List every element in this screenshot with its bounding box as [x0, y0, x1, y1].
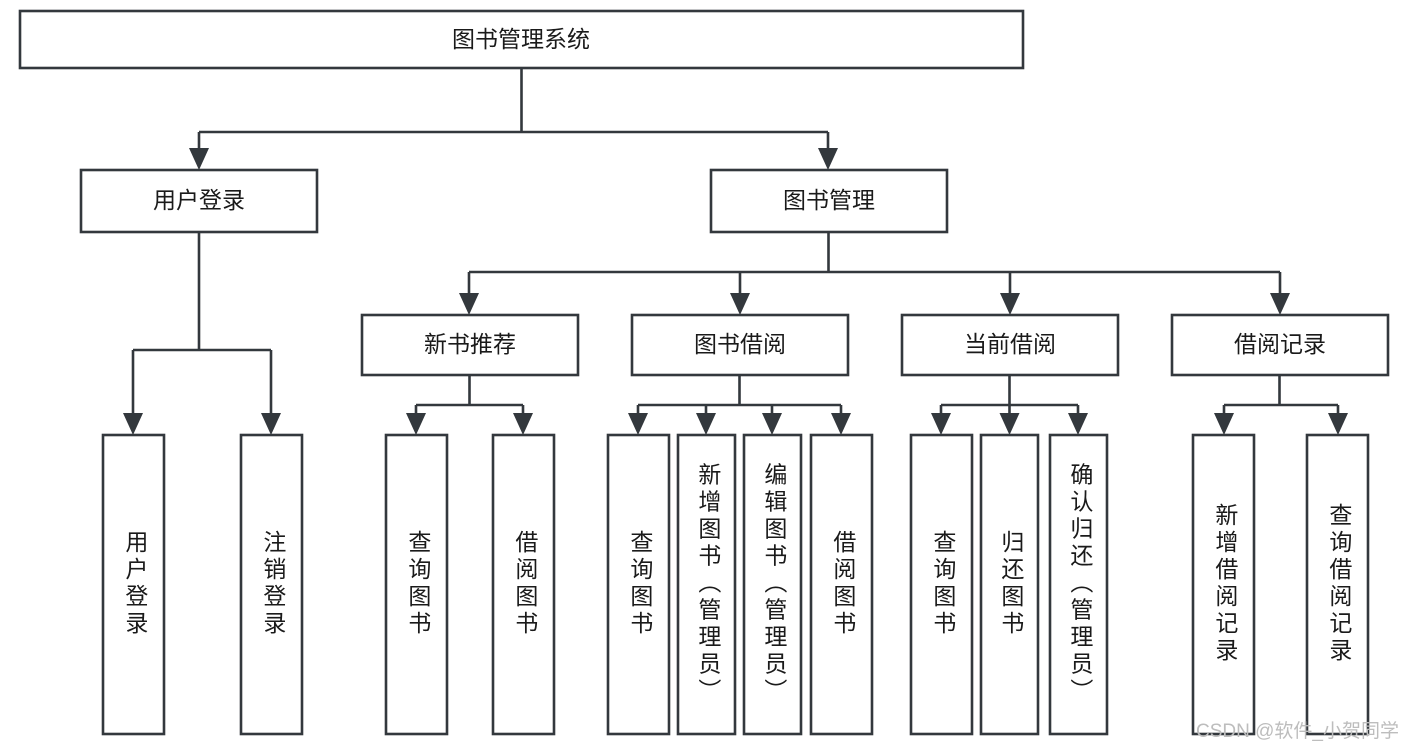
node-leaf-4-box[interactable]: [491, 433, 556, 736]
node-leaf-10[interactable]: 归还图书: [979, 433, 1040, 736]
node-leaf-1-box[interactable]: [101, 433, 166, 736]
connector-records-to-leaves: [1222, 375, 1340, 417]
node-newbook-box[interactable]: [360, 313, 580, 377]
node-leaf-2[interactable]: 注销登录: [239, 433, 304, 736]
node-newbook[interactable]: 新书推荐: [360, 313, 580, 377]
node-newbook-label: 新书推荐: [424, 331, 516, 357]
connector-current-to-leaves: [939, 375, 1080, 417]
node-leaf-3-box[interactable]: [384, 433, 449, 736]
arrowhead-to-leaf-11: [1068, 413, 1088, 435]
arrowhead-to-bookmgmt: [818, 148, 838, 170]
node-leaf-11[interactable]: 确认归还（管理员）: [1048, 433, 1109, 736]
arrowhead-to-records: [1270, 293, 1290, 315]
node-bookmgmt-box[interactable]: [709, 168, 949, 234]
connector-newbook-to-leaves: [414, 375, 525, 417]
node-leaf-10-label: 归还图书: [998, 530, 1025, 638]
node-leaf-5-label: 查询图书: [627, 530, 654, 638]
connector-bookmgmt-to-level3: [467, 232, 1282, 297]
connectors-layer: [123, 68, 1348, 435]
node-current[interactable]: 当前借阅: [900, 313, 1120, 377]
node-leaf-12-box[interactable]: [1191, 433, 1256, 736]
node-leaf-3[interactable]: 查询图书: [384, 433, 449, 736]
arrowhead-to-leaf-5: [628, 413, 648, 435]
node-leaf-4-label: 借阅图书: [512, 530, 539, 638]
node-login[interactable]: 用户登录: [79, 168, 319, 234]
arrowhead-to-leaf-2: [261, 413, 281, 435]
node-leaf-2-box[interactable]: [239, 433, 304, 736]
connector-root-to-level2: [197, 68, 830, 152]
connector-login-to-leaves: [131, 232, 273, 417]
node-leaf-13[interactable]: 查询借阅记录: [1305, 433, 1370, 736]
node-bookmgmt[interactable]: 图书管理: [709, 168, 949, 234]
node-borrow[interactable]: 图书借阅: [630, 313, 850, 377]
arrowhead-to-leaf-12: [1214, 413, 1234, 435]
node-leaf-5-box[interactable]: [606, 433, 671, 736]
node-leaf-11-box[interactable]: [1048, 433, 1109, 736]
node-leaf-8-label: 借阅图书: [830, 530, 857, 638]
node-leaf-1-label: 用户登录: [122, 530, 149, 638]
node-current-box[interactable]: [900, 313, 1120, 377]
node-leaf-5[interactable]: 查询图书: [606, 433, 671, 736]
arrowhead-to-leaf-6: [696, 413, 716, 435]
arrowhead-to-login: [189, 148, 209, 170]
arrowhead-to-leaf-3: [406, 413, 426, 435]
node-leaf-9-label: 查询图书: [930, 530, 957, 638]
node-leaf-9-box[interactable]: [909, 433, 974, 736]
node-borrow-label: 图书借阅: [694, 331, 786, 357]
node-login-box[interactable]: [79, 168, 319, 234]
node-root[interactable]: 图书管理系统: [18, 9, 1025, 70]
node-login-label: 用户登录: [153, 187, 245, 213]
node-records-label: 借阅记录: [1234, 331, 1326, 357]
node-leaf-7[interactable]: 编辑图书（管理员）: [742, 433, 803, 736]
node-leaf-13-label: 查询借阅记录: [1326, 503, 1353, 665]
node-current-label: 当前借阅: [964, 331, 1056, 357]
node-leaf-6-box[interactable]: [676, 433, 737, 736]
arrowhead-to-leaf-13: [1328, 413, 1348, 435]
arrowhead-to-borrow: [730, 293, 750, 315]
arrowhead-to-leaf-1: [123, 413, 143, 435]
node-leaf-3-label: 查询图书: [405, 530, 432, 638]
node-leaf-4[interactable]: 借阅图书: [491, 433, 556, 736]
node-leaf-11-label: 确认归还（管理员）: [1067, 463, 1094, 706]
node-leaf-12-label: 新增借阅记录: [1212, 503, 1239, 665]
arrowhead-to-leaf-9: [931, 413, 951, 435]
arrowhead-to-leaf-7: [762, 413, 782, 435]
node-records[interactable]: 借阅记录: [1170, 313, 1390, 377]
node-records-box[interactable]: [1170, 313, 1390, 377]
arrowhead-to-leaf-4: [513, 413, 533, 435]
node-leaf-7-label: 编辑图书（管理员）: [761, 463, 788, 706]
node-leaf-6[interactable]: 新增图书（管理员）: [676, 433, 737, 736]
node-root-label: 图书管理系统: [452, 26, 590, 52]
arrowhead-to-leaf-10: [999, 413, 1020, 435]
node-leaf-9[interactable]: 查询图书: [909, 433, 974, 736]
node-leaf-7-box[interactable]: [742, 433, 803, 736]
arrowhead-to-leaf-8: [831, 413, 851, 435]
connector-borrow-to-leaves: [636, 375, 843, 417]
node-leaf-6-label: 新增图书（管理员）: [695, 463, 722, 706]
node-leaf-8-box[interactable]: [809, 433, 874, 736]
node-leaf-2-label: 注销登录: [260, 530, 287, 638]
node-leaf-10-box[interactable]: [979, 433, 1040, 736]
node-leaf-13-box[interactable]: [1305, 433, 1370, 736]
arrowhead-to-current: [1000, 293, 1020, 315]
arrowhead-to-newbook: [459, 293, 479, 315]
node-root-box[interactable]: [18, 9, 1025, 70]
node-leaf-8[interactable]: 借阅图书: [809, 433, 874, 736]
node-borrow-box[interactable]: [630, 313, 850, 377]
node-leaf-1[interactable]: 用户登录: [101, 433, 166, 736]
node-leaf-12[interactable]: 新增借阅记录: [1191, 433, 1256, 736]
node-bookmgmt-label: 图书管理: [783, 187, 875, 213]
